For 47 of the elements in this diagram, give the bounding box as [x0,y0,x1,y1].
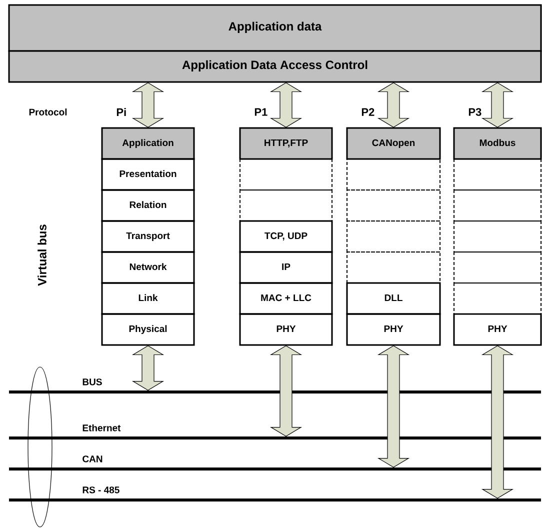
protocol-header-box: Application [101,127,195,160]
double-arrow [481,345,514,499]
band-box: Application Data Access Control [8,50,542,83]
bus-label: BUS [82,378,102,386]
axis-label: Virtual bus [38,224,46,286]
bus-label: RS - 485 [82,486,120,494]
empty-layer-box [346,190,440,222]
layer-box: TCP, UDP [239,220,333,253]
layer-box: Presentation [101,158,195,191]
protocol-label: P1 [254,108,268,116]
empty-layer-box [454,158,542,190]
empty-layer-box [454,220,542,252]
double-arrow [377,82,410,128]
empty-layer-box [346,158,440,190]
protocol-label: P3 [468,108,482,116]
bus-group-ellipse [28,366,52,528]
empty-layer-box [454,252,542,284]
double-arrow [270,82,302,128]
empty-layer-box [346,252,440,284]
double-arrow [377,345,410,468]
protocol-heading: Protocol [29,108,67,116]
bus-label: Ethernet [82,424,121,432]
layer-box: Physical [101,313,195,346]
layer-box: Link [101,282,195,315]
layer-box: PHY [346,313,441,346]
protocol-label: Pi [116,108,126,116]
layer-box: MAC + LLC [239,282,333,315]
layer-box: Relation [101,189,195,222]
layer-box: Network [101,251,195,284]
double-arrow [132,82,164,128]
double-arrow [270,345,302,437]
empty-layer-box [240,158,332,190]
empty-layer-box [454,190,542,222]
layer-box: DLL [346,282,441,315]
layer-box: IP [239,251,333,284]
band-box: Application data [8,4,542,52]
bus-label: CAN [82,456,102,462]
layer-box: Transport [101,220,195,253]
protocol-header-box: HTTP,FTP [239,127,333,160]
empty-layer-box [346,220,440,252]
protocol-header-box: CANopen [346,127,441,160]
protocol-label: P2 [362,108,374,116]
layer-box: PHY [239,313,333,346]
double-arrow [132,345,164,391]
layer-box: PHY [453,313,542,346]
protocol-header-box: Modbus [453,127,542,160]
double-arrow [481,82,514,128]
